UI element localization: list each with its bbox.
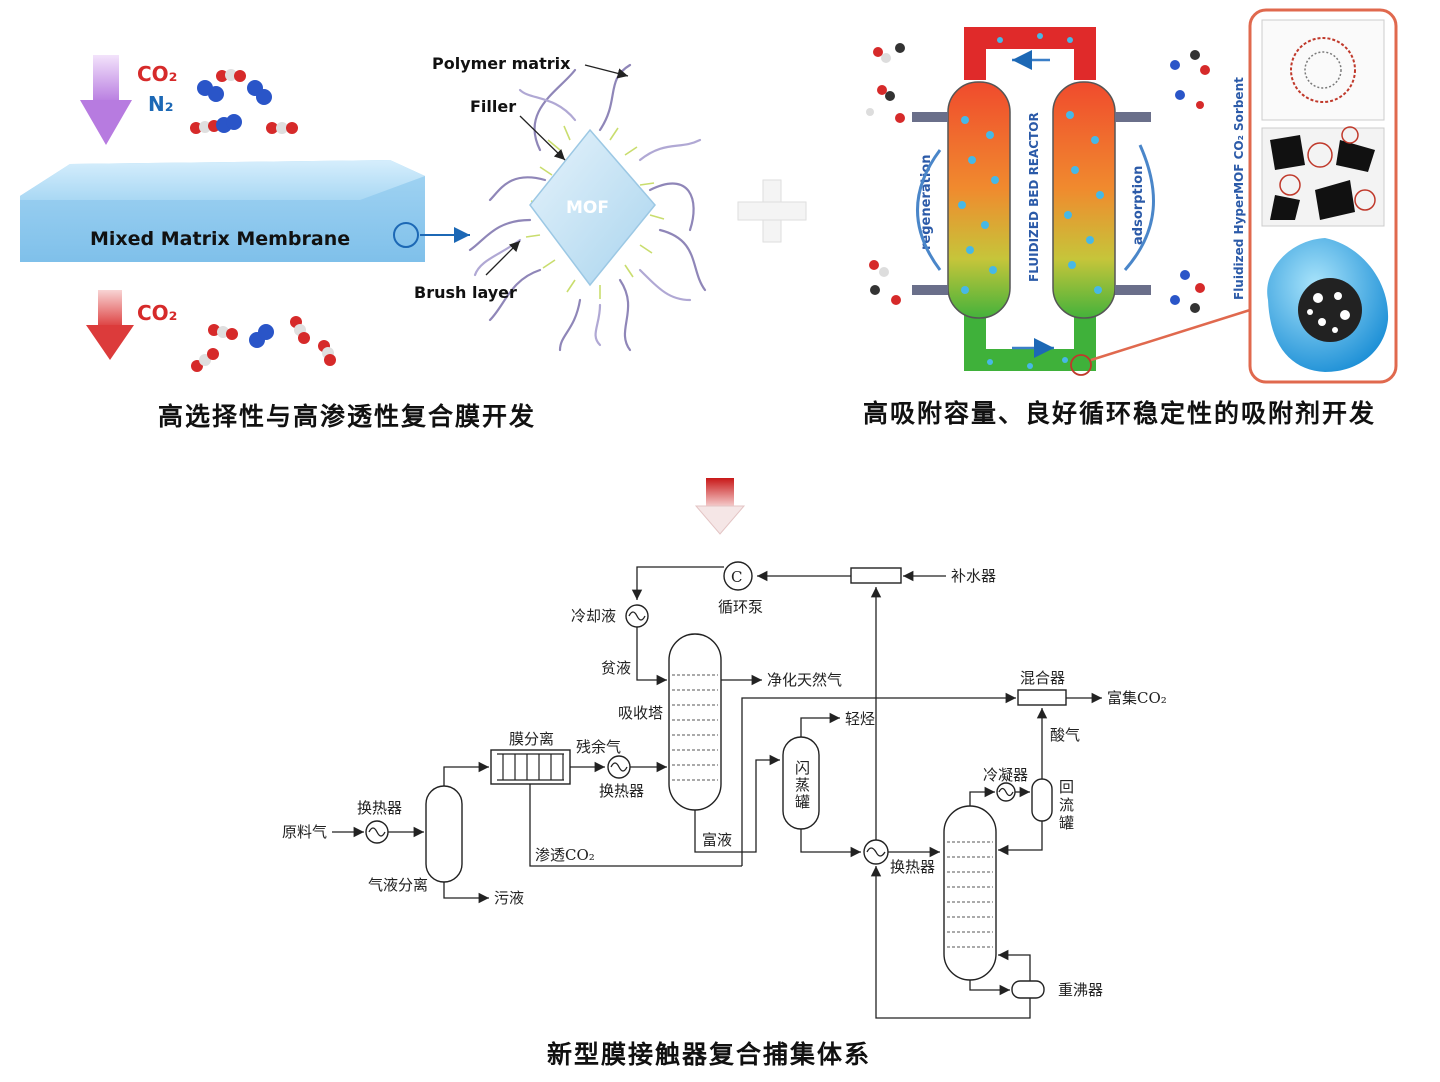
polymer-pointer xyxy=(584,64,629,79)
adsorption-arrow xyxy=(1123,144,1155,271)
permeate-co2-label: CO₂ xyxy=(137,301,177,325)
ads-outlet-pipe xyxy=(1115,112,1151,122)
flash-tank-char-1: 闪 xyxy=(795,759,810,777)
membrane-sep-label: 膜分离 xyxy=(509,730,554,748)
feed-molecules xyxy=(190,69,298,134)
filler-pointer xyxy=(519,115,566,161)
feed-gas-label: 原料气 xyxy=(282,823,327,841)
feed-arrow xyxy=(93,55,119,103)
adsorption-column xyxy=(1052,81,1116,319)
zoom-circle xyxy=(393,222,419,248)
mixer-label: 混合器 xyxy=(1020,669,1065,687)
rich-co2-label: 富集CO₂ xyxy=(1107,689,1167,707)
brush-pointer xyxy=(485,240,521,276)
polymer-chains xyxy=(468,63,707,352)
flash-tank-char-3: 罐 xyxy=(795,793,810,811)
filler-label: Filler xyxy=(470,97,516,116)
porous-core xyxy=(1298,278,1362,342)
polymer-matrix-label: Polymer matrix xyxy=(432,54,571,73)
flow-down-arrow xyxy=(694,478,746,535)
lean-solution-label: 贫液 xyxy=(601,659,631,677)
mof-structure-image xyxy=(1261,19,1385,121)
residual-gas-label: 残余气 xyxy=(576,738,621,756)
heat-exchanger-label-2: 换热器 xyxy=(357,799,402,817)
permeate-molecules xyxy=(191,316,336,372)
rich-solution-label: 富液 xyxy=(702,831,732,849)
reactor-bottom-pipe xyxy=(964,300,1096,371)
regenerator-trays xyxy=(947,841,993,948)
sorbent-zoom-line xyxy=(1090,308,1251,362)
regenerator-column xyxy=(943,805,997,981)
waste-liquid-label: 污液 xyxy=(494,889,524,907)
regeneration-arrow xyxy=(916,149,942,271)
sorbent-label: Fluidized HyperMOF CO₂ Sorbent xyxy=(1232,77,1246,300)
ads-inlet-pipe xyxy=(1115,285,1151,295)
reactor-caption: 高吸附容量、良好循环稳定性的吸附剂开发 xyxy=(863,399,1376,428)
membrane-panel: CO₂ N₂ Mixed Matrix Membrane CO₂ xyxy=(20,54,707,431)
circulation-pump xyxy=(723,561,753,591)
feed-arrow-head xyxy=(80,100,132,145)
membrane-label: Mixed Matrix Membrane xyxy=(90,228,350,250)
reboiler-label: 重沸器 xyxy=(1058,981,1103,999)
brush-layer-label: Brush layer xyxy=(414,283,517,302)
absorber-trays xyxy=(672,674,718,781)
mof-crystal xyxy=(529,128,656,287)
sorbent-particles xyxy=(958,33,1104,369)
mof-cage-icon xyxy=(1290,37,1356,103)
plus-icon xyxy=(737,179,807,243)
regeneration-column xyxy=(947,81,1011,319)
gas-liquid-separator xyxy=(425,785,463,883)
light-hc-label: 轻烃 xyxy=(845,710,875,728)
process-flow-diagram: 补水器 C 循环泵 冷却液 贫液 吸收塔 净化天然气 富液 xyxy=(282,561,1167,1069)
makeup-water-label: 补水器 xyxy=(951,567,996,585)
coolant-label: 冷却液 xyxy=(571,607,616,625)
feed-co2-label: CO₂ xyxy=(137,62,177,86)
reactor-top-pipe xyxy=(964,27,1096,80)
heat-exchanger-label-1: 换热器 xyxy=(599,782,644,800)
gas-liquid-sep-label: 气液分离 xyxy=(368,876,428,894)
permeate-co2-label: 渗透CO₂ xyxy=(535,846,595,864)
membrane-caption: 高选择性与高渗透性复合膜开发 xyxy=(158,402,536,431)
mof-label: MOF xyxy=(566,198,609,218)
makeup-water-unit xyxy=(850,567,902,584)
pump-label: 循环泵 xyxy=(718,598,763,616)
membrane-top-face xyxy=(20,160,425,200)
pump-symbol: C xyxy=(731,568,742,586)
reflux-tank-char-2: 流 xyxy=(1059,796,1074,814)
permeate-arrow xyxy=(98,290,122,328)
reflux-tank-char-3: 罐 xyxy=(1059,814,1074,832)
flash-tank-char-2: 蒸 xyxy=(795,776,810,794)
permeate-arrow-head xyxy=(86,325,134,360)
acid-gas-label: 酸气 xyxy=(1050,726,1080,744)
reboiler xyxy=(1011,980,1045,999)
mixer xyxy=(1017,689,1067,706)
adsorption-label: adsorption xyxy=(1131,166,1146,245)
absorber-column xyxy=(668,633,722,811)
heat-exchanger-label-3: 换热器 xyxy=(890,858,935,876)
feed-n2-label: N₂ xyxy=(148,92,174,116)
reflux-tank-char-1: 回 xyxy=(1059,778,1074,796)
condenser-label: 冷凝器 xyxy=(983,766,1028,784)
reactor-label: FLUIDIZED BED REACTOR xyxy=(1027,112,1041,282)
process-caption: 新型膜接触器复合捕集体系 xyxy=(547,1040,871,1069)
reflux-tank xyxy=(1031,778,1053,822)
sorbent-zoom-circle xyxy=(1070,354,1092,376)
absorber-label: 吸收塔 xyxy=(618,704,663,722)
gas-molecules xyxy=(866,43,1210,313)
purified-gas-label: 净化天然气 xyxy=(767,671,842,689)
regen-outlet-pipe xyxy=(912,285,948,295)
regen-inlet-pipe xyxy=(912,112,948,122)
reactor-panel: regeneration FLUIDIZED BED REACTOR adsor… xyxy=(863,8,1398,428)
